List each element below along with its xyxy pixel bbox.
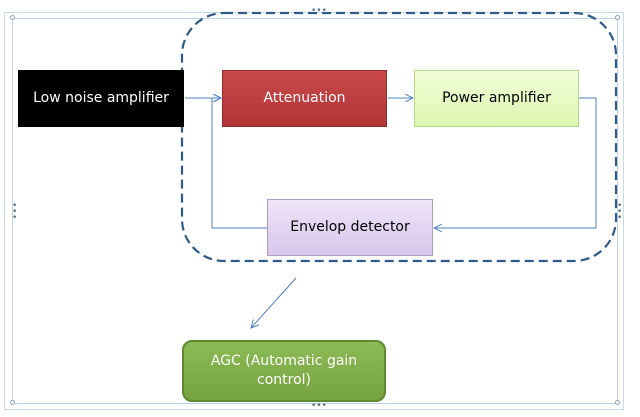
agc-group-outline bbox=[180, 11, 618, 263]
attenuation-block[interactable]: Attenuation bbox=[222, 70, 387, 127]
power-amplifier-block[interactable]: Power amplifier bbox=[414, 70, 579, 127]
resize-handle-icon[interactable]: ••• bbox=[617, 201, 623, 223]
resize-handle-icon[interactable]: ••• bbox=[12, 201, 18, 223]
resize-handle-icon[interactable]: ••• bbox=[311, 6, 327, 16]
low-noise-amplifier-block[interactable]: Low noise amplifier bbox=[18, 70, 184, 127]
agc-label: AGC (Automatic gain control) bbox=[210, 353, 358, 388]
placeholder-frame[interactable] bbox=[12, 18, 618, 404]
corner-handle-icon[interactable] bbox=[10, 400, 15, 405]
resize-handle-icon[interactable]: ••• bbox=[311, 401, 327, 411]
attenuation-label: Attenuation bbox=[263, 90, 346, 106]
edge-group-to-agc bbox=[251, 277, 297, 328]
agc-block[interactable]: AGC (Automatic gain control) bbox=[182, 340, 386, 402]
low-noise-amplifier-label: Low noise amplifier bbox=[33, 90, 169, 106]
power-amplifier-label: Power amplifier bbox=[442, 90, 551, 106]
corner-handle-icon[interactable] bbox=[10, 15, 15, 20]
envelop-detector-label: Envelop detector bbox=[290, 219, 410, 235]
corner-handle-icon[interactable] bbox=[615, 15, 620, 20]
edge-power-amplifier-to-envelop-detector bbox=[434, 97, 597, 228]
corner-handle-icon[interactable] bbox=[615, 400, 620, 405]
edge-envelop-detector-to-attenuation bbox=[211, 98, 267, 229]
envelop-detector-block[interactable]: Envelop detector bbox=[267, 199, 433, 256]
